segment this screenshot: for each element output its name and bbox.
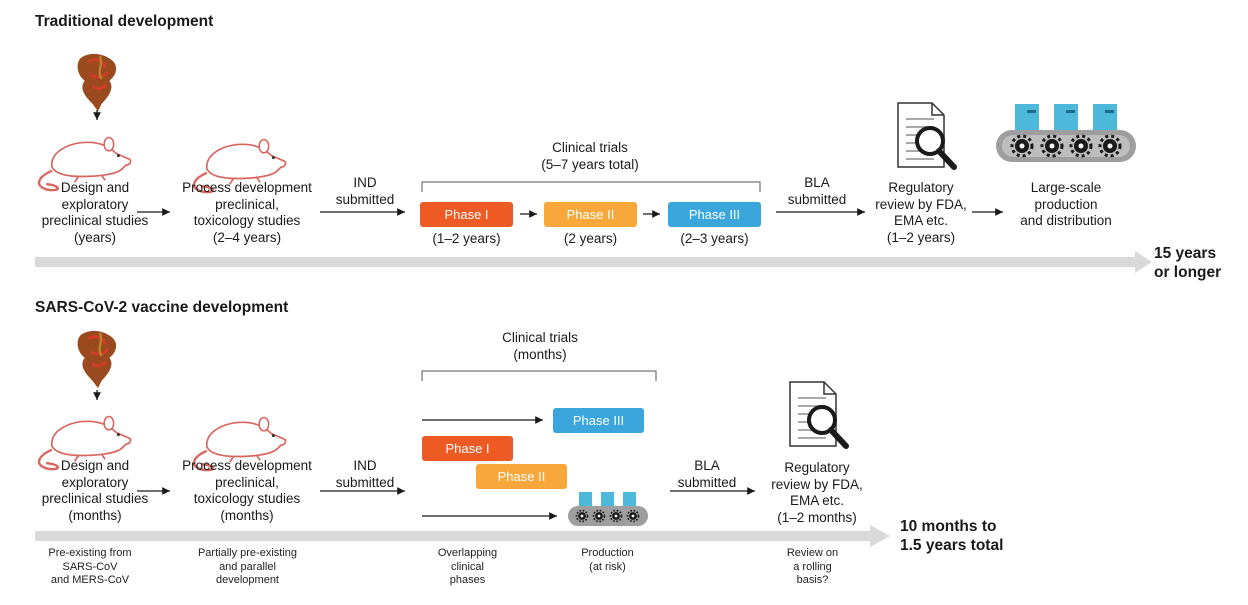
traditional-timeline-arrowhead [1135, 251, 1152, 273]
traditional-review-label: Regulatory review by FDA, EMA etc. (1–2 … [875, 180, 967, 245]
note-production: Production (at risk) [581, 547, 634, 573]
traditional-total-duration: 15 years or longer [1154, 245, 1222, 281]
sars-bla-label: BLA submitted [677, 458, 737, 490]
note-overlap: Overlapping clinical phases [437, 547, 498, 586]
traditional-phase3-pill: Phase III [668, 202, 761, 227]
sars-phase1-pill: Phase I [422, 436, 513, 461]
protein-structure-icon [76, 329, 118, 390]
traditional-bla-label: BLA submitted [787, 175, 847, 207]
traditional-phase3-duration: (2–3 years) [680, 231, 749, 246]
sars-timeline-bar [35, 531, 875, 541]
sars-review-label: Regulatory review by FDA, EMA etc. (1–2 … [771, 460, 863, 525]
document-magnifier-icon [898, 103, 954, 167]
traditional-design-label: Design and exploratory preclinical studi… [41, 180, 149, 245]
protein-structure-icon [76, 52, 118, 113]
note-preexisting: Pre-existing from SARS-CoV and MERS-CoV [48, 547, 132, 586]
note-rolling: Review on a rolling basis? [786, 547, 839, 586]
sars-design-label: Design and exploratory preclinical studi… [41, 458, 149, 523]
traditional-phase2-pill: Phase II [544, 202, 637, 227]
sars-heading: SARS-CoV-2 vaccine development [35, 299, 289, 316]
sars-timeline-arrowhead [870, 525, 890, 547]
traditional-phase1-duration: (1–2 years) [432, 231, 501, 246]
sars-clinical-label: Clinical trials (months) [502, 330, 578, 362]
document-magnifier-icon [790, 382, 846, 446]
conveyor-belt-icon [996, 104, 1136, 162]
sars-ind-label: IND submitted [335, 458, 395, 490]
sars-phase2-pill: Phase II [476, 464, 567, 489]
traditional-process-label: Process development preclinical, toxicol… [182, 180, 312, 245]
sars-total-duration: 10 months to 1.5 years total [900, 518, 1004, 554]
traditional-timeline-bar [35, 257, 1140, 267]
sars-clinical-bracket [421, 370, 657, 381]
sars-phase3-pill: Phase III [553, 408, 644, 433]
traditional-phase2-duration: (2 years) [563, 231, 618, 246]
traditional-clinical-bracket [421, 181, 761, 192]
traditional-phase1-pill: Phase I [420, 202, 513, 227]
sars-process-label: Process development preclinical, toxicol… [182, 458, 312, 523]
traditional-production-label: Large-scale production and distribution [1020, 180, 1112, 228]
note-partial: Partially pre-existing and parallel deve… [197, 547, 298, 586]
traditional-ind-label: IND submitted [335, 175, 395, 207]
traditional-heading: Traditional development [35, 13, 214, 30]
conveyor-belt-icon [568, 492, 648, 526]
traditional-clinical-label: Clinical trials (5–7 years total) [541, 140, 639, 172]
